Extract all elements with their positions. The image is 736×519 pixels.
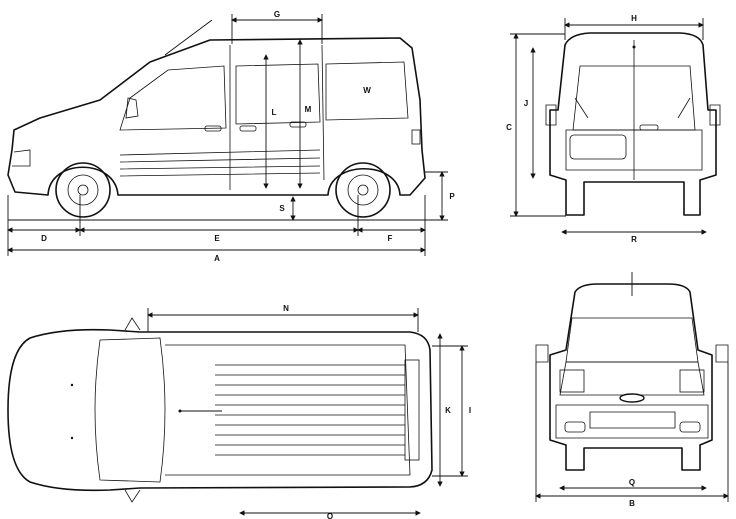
dim-label-k: K	[445, 406, 451, 415]
dim-label-w: W	[363, 86, 371, 95]
dim-label-r: R	[631, 235, 637, 244]
dim-label-p: P	[449, 192, 455, 201]
dim-label-l: L	[272, 108, 277, 117]
dim-label-g: G	[274, 10, 280, 19]
dim-label-m: M	[305, 105, 312, 114]
front-dimensions: Q B	[535, 362, 729, 508]
dim-label-c: C	[506, 123, 512, 132]
dim-label-s: S	[279, 204, 285, 213]
front-view	[535, 272, 729, 471]
dim-label-f: F	[388, 234, 393, 243]
dim-label-e: E	[214, 234, 220, 243]
side-view	[7, 19, 426, 218]
dim-label-o: O	[327, 512, 333, 519]
dim-label-b: B	[629, 499, 635, 508]
rear-view	[545, 32, 721, 216]
dim-label-a: A	[214, 254, 220, 263]
dim-label-i: I	[469, 406, 471, 415]
rear-dimensions: H J C R	[506, 14, 707, 244]
top-view	[7, 317, 433, 503]
dim-label-q: Q	[629, 478, 635, 487]
dim-label-n: N	[283, 304, 289, 313]
top-dimensions: N K I O	[147, 304, 471, 519]
side-dimensions: G L M W S P D E F A	[7, 10, 455, 263]
dim-label-h: H	[631, 14, 637, 23]
dim-label-d: D	[41, 234, 47, 243]
dim-label-j: J	[524, 99, 528, 108]
